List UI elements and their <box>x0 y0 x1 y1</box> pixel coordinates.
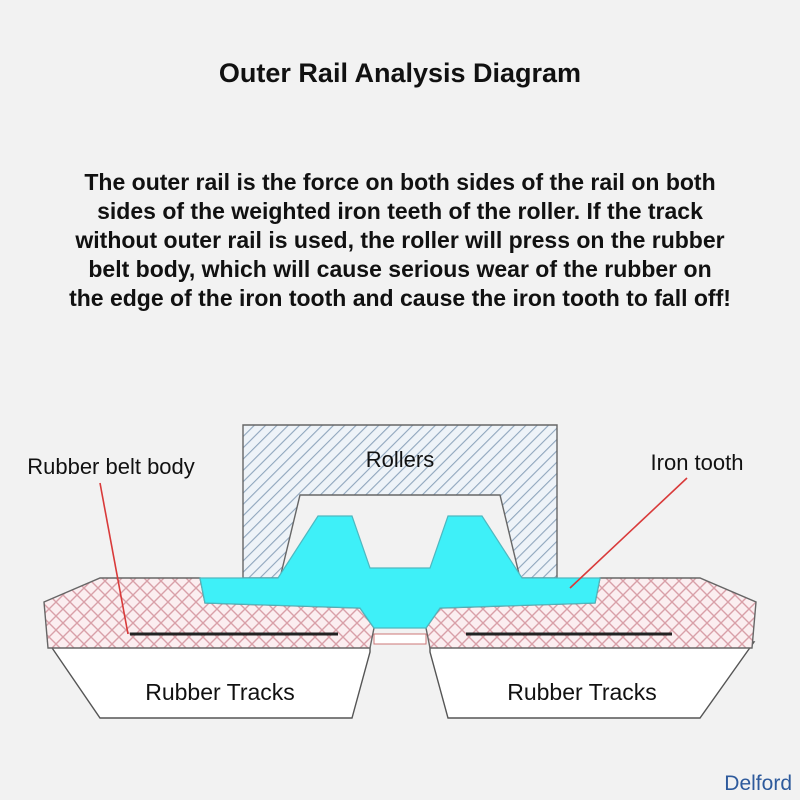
rubber-tracks-label-right: Rubber Tracks <box>507 679 657 705</box>
iron-tooth <box>199 515 601 629</box>
description-line: without outer rail is used, the roller w… <box>75 227 725 253</box>
rollers-label: Rollers <box>366 447 434 472</box>
diagram-title: Outer Rail Analysis Diagram <box>218 58 582 88</box>
description-text: The outer rail is the force on both side… <box>16 168 784 313</box>
description-line: belt body, which will cause serious wear… <box>88 256 712 282</box>
brand-watermark: Delford <box>724 772 792 795</box>
description-line: the edge of the iron tooth and cause the… <box>69 285 731 311</box>
callout-line-rubber-belt-body <box>99 482 129 635</box>
iron-tooth-label: Iron tooth <box>651 450 744 475</box>
gap-strip <box>373 633 427 645</box>
rubber-tracks-label-left: Rubber Tracks <box>145 679 295 705</box>
callout-line-iron-tooth <box>569 477 688 589</box>
description-line: sides of the weighted iron teeth of the … <box>97 198 703 224</box>
description-line: The outer rail is the force on both side… <box>84 169 716 195</box>
rubber-belt-body-label: Rubber belt body <box>27 454 195 479</box>
